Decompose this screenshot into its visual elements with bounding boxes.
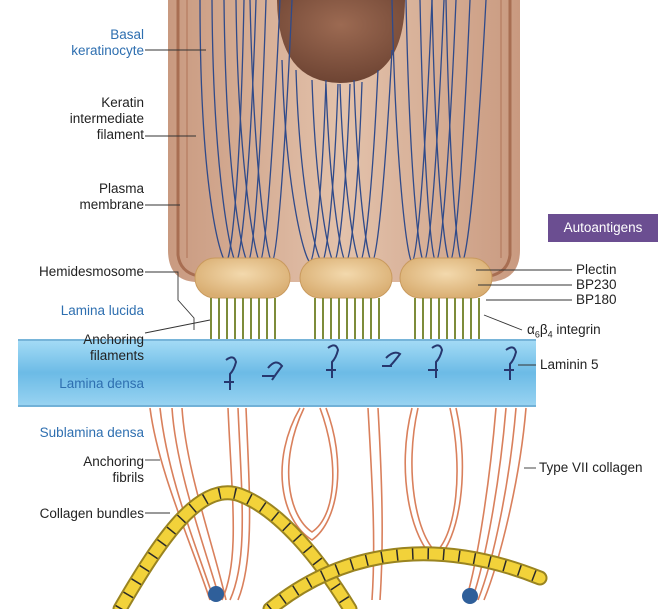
label-keratin-line1: Keratin bbox=[70, 95, 144, 111]
label-integrin: α6β4 integrin bbox=[527, 322, 601, 343]
label-plasma-membrane: Plasma membrane bbox=[79, 181, 144, 213]
label-bp230: BP230 bbox=[576, 277, 617, 293]
label-plasma-line2: membrane bbox=[79, 197, 144, 213]
label-bp180: BP180 bbox=[576, 292, 617, 308]
integrin-symbol: α6β4 bbox=[527, 322, 553, 337]
autoantigens-badge: Autoantigens bbox=[548, 214, 658, 242]
label-anchoring-filaments-line1: Anchoring bbox=[83, 332, 144, 348]
anchoring-filaments bbox=[211, 298, 479, 340]
label-lamina-densa: Lamina densa bbox=[59, 376, 144, 392]
label-lamina-lucida: Lamina lucida bbox=[61, 303, 144, 319]
label-anchoring-fibrils-line1: Anchoring bbox=[83, 454, 144, 470]
label-basal-keratinocyte: Basal keratinocyte bbox=[71, 27, 144, 59]
label-laminin-5: Laminin 5 bbox=[540, 357, 599, 373]
label-plasma-line1: Plasma bbox=[79, 181, 144, 197]
label-keratin-line2: intermediate bbox=[70, 111, 144, 127]
integrin-word: integrin bbox=[556, 322, 600, 337]
label-keratin-filament: Keratin intermediate filament bbox=[70, 95, 144, 143]
label-basal-line1: Basal bbox=[71, 27, 144, 43]
label-anchoring-fibrils: Anchoring fibrils bbox=[83, 454, 144, 486]
label-collagen-bundles: Collagen bundles bbox=[40, 506, 144, 522]
label-sublamina-densa: Sublamina densa bbox=[40, 425, 144, 441]
label-anchoring-filaments-line2: filaments bbox=[83, 348, 144, 364]
label-type-vii-collagen: Type VII collagen bbox=[539, 460, 643, 476]
label-hemidesmosome: Hemidesmosome bbox=[39, 264, 144, 280]
hemidesmosome-plaques bbox=[195, 258, 492, 298]
label-anchoring-fibrils-line2: fibrils bbox=[83, 470, 144, 486]
label-plectin: Plectin bbox=[576, 262, 617, 278]
label-keratin-line3: filament bbox=[70, 127, 144, 143]
label-anchoring-filaments: Anchoring filaments bbox=[83, 332, 144, 364]
label-basal-line2: keratinocyte bbox=[71, 43, 144, 59]
